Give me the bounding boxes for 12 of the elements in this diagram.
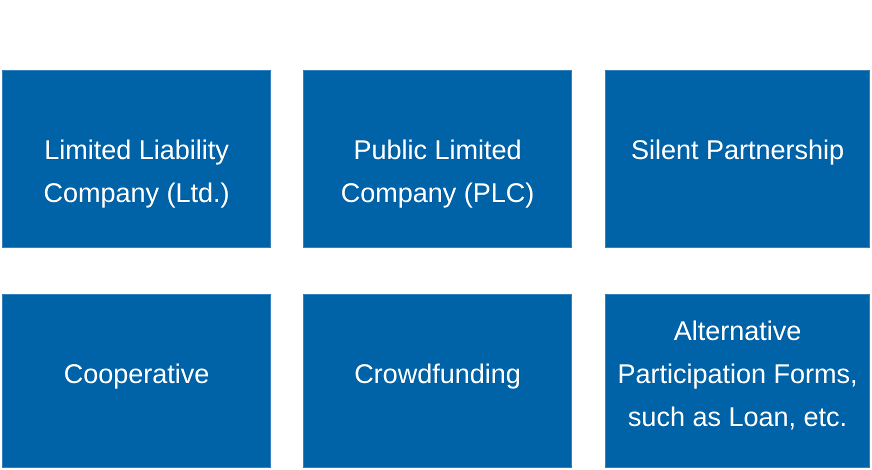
category-box	[2, 70, 271, 248]
box-label: Cooperative	[64, 358, 210, 391]
box-label: Silent Partnership	[630, 134, 844, 167]
category-box	[303, 70, 572, 248]
category-box	[303, 294, 572, 468]
category-box	[2, 294, 271, 468]
box-label: Alternative Participation Forms, such as Loan, etc.	[616, 314, 859, 434]
box-label: Public Limited Company (PLC)	[340, 134, 536, 210]
category-box	[605, 294, 870, 468]
box-label: Limited Liability Company (Ltd.)	[42, 134, 231, 210]
category-box	[605, 70, 870, 248]
box-label: Crowdfunding	[354, 358, 521, 391]
